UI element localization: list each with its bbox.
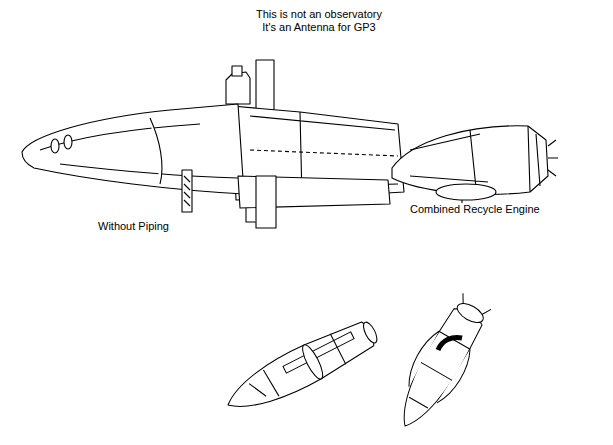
part-label: Combined Recycle Engine <box>408 203 542 216</box>
note-text: This is not an observatory It's an Anten… <box>246 8 392 34</box>
part-label: Without Piping <box>96 220 171 233</box>
